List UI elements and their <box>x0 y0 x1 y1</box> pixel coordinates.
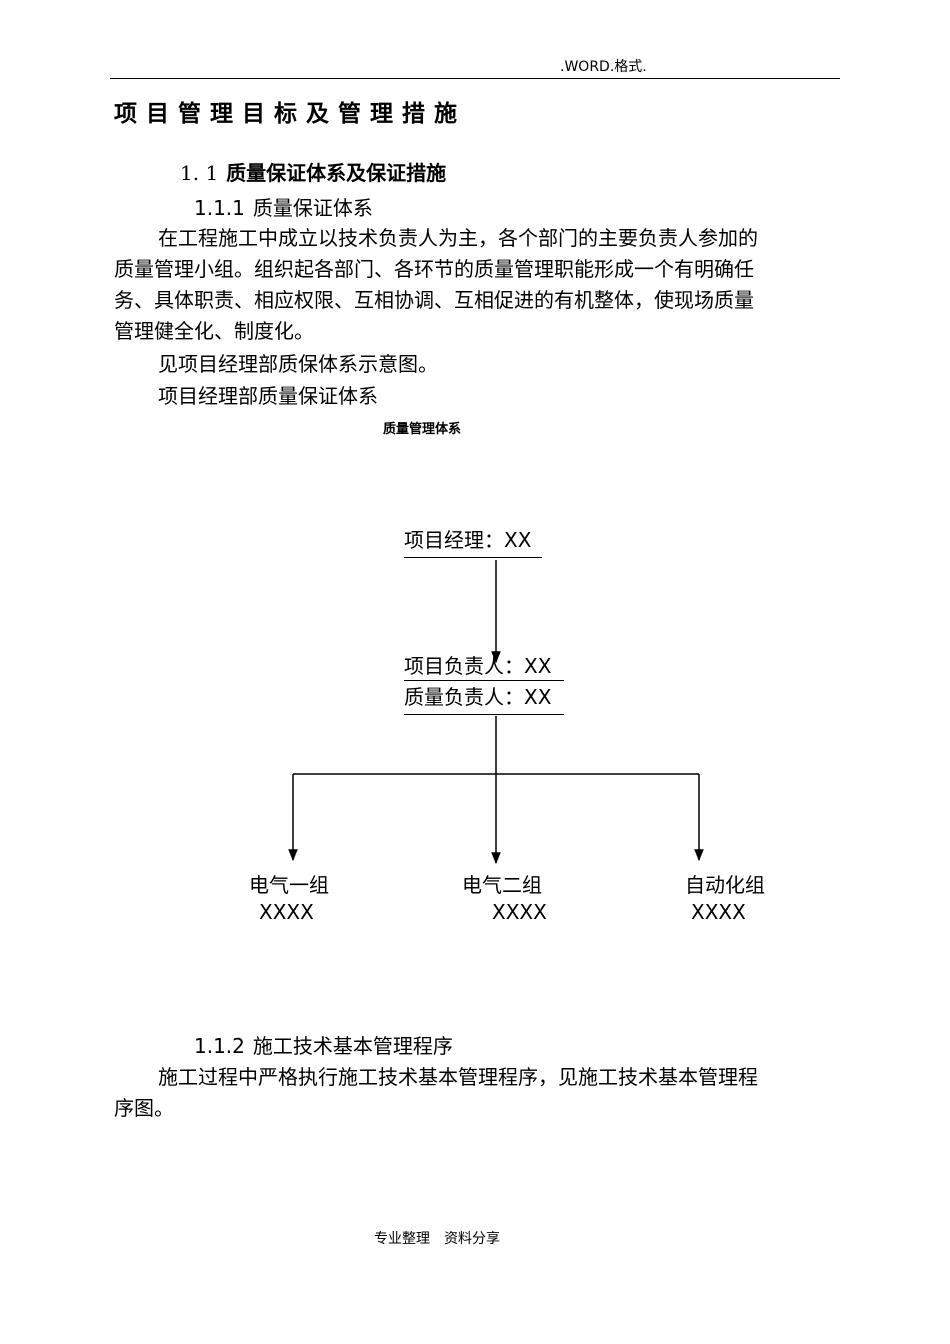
group-name: 电气一组 <box>249 873 329 897</box>
footer-right-text: 资料分享 <box>444 1231 500 1247</box>
diagram-caption: 项目经理部质量保证体系 <box>158 384 378 408</box>
see-diagram-text: 见项目经理部质保体系示意图。 <box>158 352 438 376</box>
section-number: 1. 1 <box>180 161 219 185</box>
section-title: 质量保证体系 <box>252 196 373 220</box>
node-quality-lead: 质量负责人：XX <box>404 681 564 715</box>
paragraph-quality-system: 在工程施工中成立以技术负责人为主，各个部门的主要负责人参加的 质量管理小组。组织… <box>114 223 838 347</box>
paragraph-line: 序图。 <box>114 1096 174 1120</box>
paragraph-line: 管理健全化、制度化。 <box>114 319 314 343</box>
paragraph-line: 质量管理小组。组织起各部门、各环节的质量管理职能形成一个有明确任 <box>114 257 754 281</box>
section-1-1-heading: 1. 1 质量保证体系及保证措施 <box>180 157 446 186</box>
section-number: 1.1.1 <box>194 196 245 220</box>
document-title: 项目管理目标及管理措施 <box>114 101 466 127</box>
paragraph-line: 施工过程中严格执行施工技术基本管理程序，见施工技术基本管理程 <box>158 1065 758 1089</box>
group-member: XXXX <box>492 900 547 924</box>
group-member: XXXX <box>259 900 314 924</box>
section-1-1-2-heading: 1.1.2 施工技术基本管理程序 <box>194 1030 453 1059</box>
section-number: 1.1.2 <box>194 1034 245 1058</box>
header-divider <box>110 78 840 79</box>
footer-left-text: 专业整理 <box>374 1231 430 1247</box>
node-project-lead: 项目负责人：XX <box>404 654 552 678</box>
group-name: 自动化组 <box>685 873 765 897</box>
section-title: 质量保证体系及保证措施 <box>226 161 447 185</box>
paragraph-tech-procedure: 施工过程中严格执行施工技术基本管理程序，见施工技术基本管理程 序图。 <box>114 1062 838 1124</box>
page-header-text: .WORD.格式. <box>560 59 647 75</box>
paragraph-line: 务、具体职责、相应权限、互相协调、互相促进的有机整体，使现场质量 <box>114 288 754 312</box>
group-member: XXXX <box>691 900 746 924</box>
section-title: 施工技术基本管理程序 <box>252 1034 453 1058</box>
node-project-manager: 项目经理：XX <box>404 524 542 558</box>
paragraph-line: 在工程施工中成立以技术负责人为主，各个部门的主要负责人参加的 <box>158 226 758 250</box>
group-name: 电气二组 <box>462 873 542 897</box>
node-divider <box>404 680 564 681</box>
section-1-1-1-heading: 1.1.1 质量保证体系 <box>194 192 373 221</box>
diagram-title: 质量管理体系 <box>383 422 462 437</box>
page-footer: 专业整理资料分享 <box>374 1228 514 1248</box>
